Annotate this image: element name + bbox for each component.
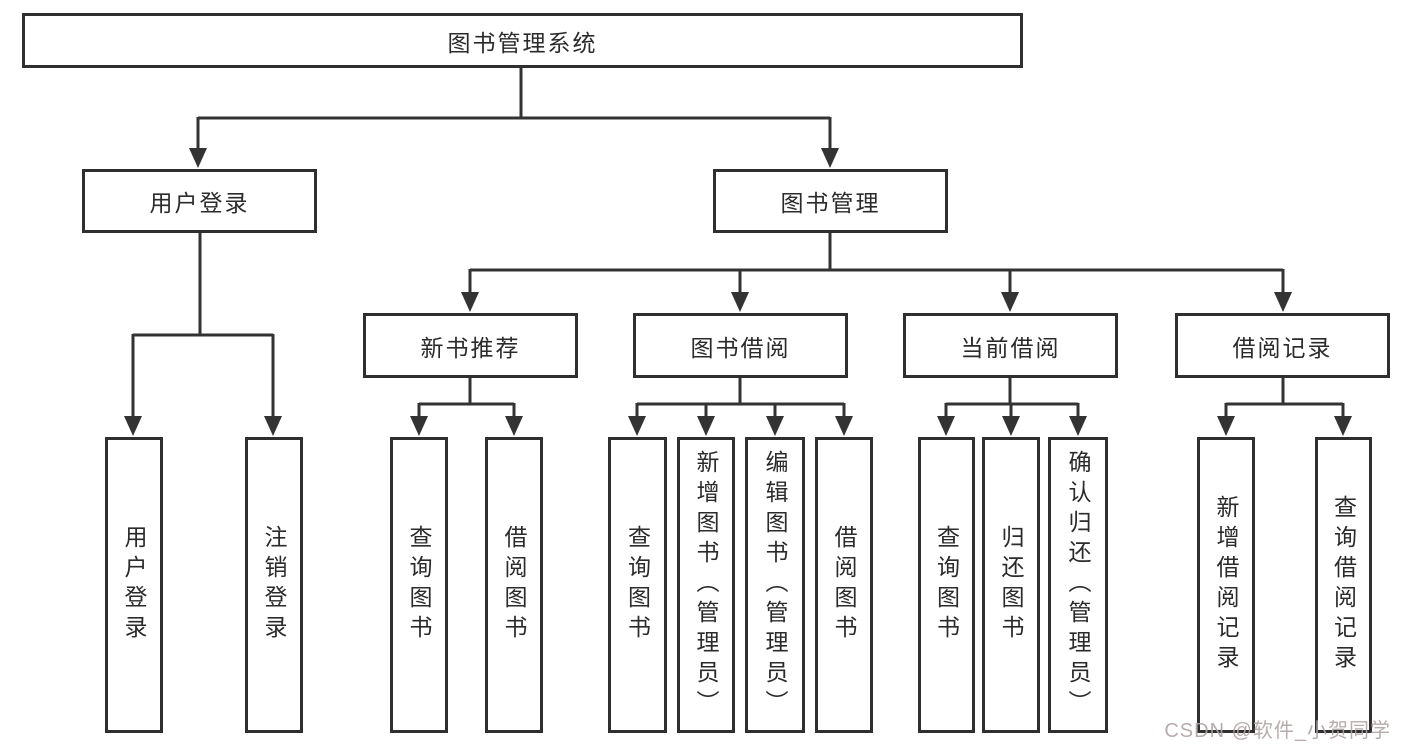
node-book-borrow: 图书借阅 xyxy=(633,313,848,378)
node-new-book-recommend: 新书推荐 xyxy=(363,313,578,378)
node-current-borrow: 当前借阅 xyxy=(903,313,1118,378)
leaf-borrow-query-books: 查询图书 xyxy=(608,437,667,733)
leaf-user-login: 用户登录 xyxy=(105,437,163,733)
leaf-current-confirm-return-admin: 确认归还（管理员） xyxy=(1048,437,1108,733)
leaf-newbook-borrow-books: 借阅图书 xyxy=(485,437,543,733)
csdn-watermark: CSDN @软件_小贺同学 xyxy=(1164,720,1391,742)
leaf-newbook-query-books: 查询图书 xyxy=(390,437,448,733)
node-root-system: 图书管理系统 xyxy=(22,13,1023,68)
leaf-records-query-record: 查询借阅记录 xyxy=(1315,437,1372,733)
leaf-logout: 注销登录 xyxy=(245,437,303,733)
node-book-management-branch: 图书管理 xyxy=(713,169,948,233)
leaf-current-return-books: 归还图书 xyxy=(982,437,1040,733)
node-borrow-records: 借阅记录 xyxy=(1175,313,1390,378)
leaf-records-add-record: 新增借阅记录 xyxy=(1197,437,1255,733)
leaf-borrow-borrow-books: 借阅图书 xyxy=(815,437,873,733)
node-user-login-branch: 用户登录 xyxy=(82,169,317,233)
arrowhead-icons xyxy=(124,148,1352,436)
leaf-borrow-edit-books-admin: 编辑图书（管理员） xyxy=(745,437,805,733)
leaf-borrow-add-books-admin: 新增图书（管理员） xyxy=(677,437,735,733)
leaf-current-query-books: 查询图书 xyxy=(918,437,975,733)
